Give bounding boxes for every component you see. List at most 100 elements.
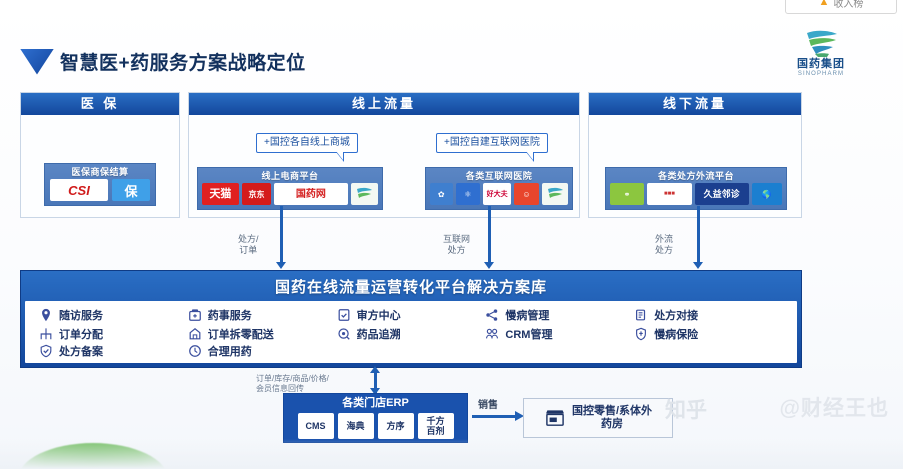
flow-label-prescription-order-l1: 处方/ <box>238 234 259 244</box>
service-item-pharmacy-service[interactable]: 药事服务 <box>188 307 337 323</box>
panel-online-traffic: 线上流量 +国控各自线上商城 +国控自建互联网医院 线上电商平台 天猫 京东 国… <box>188 92 580 218</box>
page-title: 智慧医+药服务方案战略定位 <box>20 48 306 75</box>
service-item-rational-drug-use-label: 合理用药 <box>207 346 252 358</box>
service-item-rx-review[interactable]: 审方中心 <box>337 307 486 323</box>
target-search-icon <box>337 327 351 341</box>
panel-online-traffic-body: +国控各自线上商城 +国控自建互联网医院 线上电商平台 天猫 京东 国药网 <box>189 115 579 217</box>
corner-badge-label: 收入榜 <box>833 0 864 10</box>
watermark-site: 知乎 <box>665 399 707 422</box>
flow-label-prescription-order: 处方/ 订单 <box>238 234 259 256</box>
service-item-chronic-management[interactable]: 慢病管理 <box>485 307 634 323</box>
outflow-logo-3: 久益邻诊 <box>694 183 749 205</box>
panel-medical-insurance: 医 保 医保商保结算 CSI 保 <box>20 92 180 218</box>
prescription-outflow-caption: 各类处方外流平台 <box>657 171 734 181</box>
erp-sync-arrow-up <box>370 366 380 373</box>
flow-label-outflow-rx: 外流 处方 <box>655 234 673 256</box>
bao-logo: 保 <box>112 179 150 201</box>
prescription-outflow-strip: 各类处方外流平台 ⚭ ■■■ 久益邻诊 🌎 <box>605 167 787 210</box>
internet-hospitals-strip: 各类互联网医院 ✿ ⚛ 好大夫 ☺ <box>425 167 573 210</box>
connector-online-hospital <box>488 206 491 266</box>
hospital-logo-5 <box>541 183 568 205</box>
service-grid: 随访服务 药事服务 审方中心 慢病管理 处方对接 订单分配 <box>25 301 797 363</box>
service-item-followup[interactable]: 随访服务 <box>39 307 188 323</box>
service-item-rational-drug-use[interactable]: 合理用药 <box>188 343 337 359</box>
ecommerce-platforms-strip: 线上电商平台 天猫 京东 国药网 <box>197 167 383 210</box>
connector-online-hospital-arrow <box>484 262 494 269</box>
decorative-bottom-fade <box>0 439 903 469</box>
erp-system-qianfangbaiji-l2: 百剂 <box>426 426 445 436</box>
csi-logo: CSI <box>50 179 108 201</box>
leaf-mark-icon <box>357 187 373 198</box>
service-item-drug-traceability-label: 药品追溯 <box>356 328 401 341</box>
service-item-crm[interactable]: CRM管理 <box>485 326 634 342</box>
erp-system-qianfangbaiji[interactable]: 千方 百剂 <box>417 413 454 439</box>
flow-label-erp-sync: 订单/库存/商品/价格/ 会员信息回传 <box>256 374 329 394</box>
service-item-rx-integration[interactable]: 处方对接 <box>634 307 783 323</box>
connector-online-ecommerce-arrow <box>276 262 286 269</box>
service-item-rx-filing[interactable]: 处方备案 <box>39 343 188 359</box>
flow-label-sales: 销售 <box>478 400 498 411</box>
outflow-logo-4: 🌎 <box>751 183 782 205</box>
location-pin-icon <box>39 308 53 322</box>
hospital-logo-2: ⚛ <box>455 183 481 205</box>
watermark-handle: @财经王也 <box>779 397 889 420</box>
retail-label-l1: 国控零售/系体外 <box>571 405 653 417</box>
hospital-logo-3: 好大夫 <box>483 183 512 205</box>
service-item-chronic-insurance[interactable]: 慢病保险 <box>634 326 783 342</box>
ecommerce-platforms-caption: 线上电商平台 <box>261 171 319 181</box>
panel-offline-traffic-header: 线下流量 <box>589 93 801 115</box>
sales-connector <box>472 411 524 421</box>
storefront-icon <box>545 410 564 426</box>
tmall-logo: 天猫 <box>202 183 239 205</box>
flow-label-internet-rx-l2: 处方 <box>447 245 466 255</box>
service-item-crm-label: CRM管理 <box>505 328 553 341</box>
flow-label-outflow-rx-l1: 外流 <box>655 234 674 244</box>
retail-block: 国控零售/系体外 药房 <box>523 398 673 438</box>
service-item-followup-label: 随访服务 <box>59 309 103 322</box>
leaf-logo <box>350 183 378 205</box>
erp-system-fangxu[interactable]: 方序 <box>377 413 414 439</box>
shield-heart-icon <box>634 327 648 341</box>
check-circle-icon <box>39 344 53 358</box>
clock-icon <box>188 344 202 358</box>
erp-sync-arrow-down <box>370 388 380 395</box>
service-item-split-delivery[interactable]: 订单拆零配送 <box>188 326 337 342</box>
panel-medical-insurance-body: 医保商保结算 CSI 保 <box>21 115 179 217</box>
service-item-rx-filing-label: 处方备案 <box>59 346 103 358</box>
sinopharm-name-en: SINOPHARM <box>797 71 845 77</box>
internet-hospitals-caption: 各类互联网医院 <box>465 171 533 181</box>
flow-label-erp-sync-l1: 订单/库存/商品/价格/ <box>256 374 329 383</box>
sinopharm-mark-icon <box>807 30 837 57</box>
clipboard-icon <box>634 308 648 322</box>
share-nodes-icon <box>485 308 499 322</box>
retail-label: 国控零售/系体外 药房 <box>572 405 652 431</box>
erp-sync-line <box>374 372 377 394</box>
jd-logo: 京东 <box>241 183 272 205</box>
outflow-logo-1: ⚭ <box>610 183 645 205</box>
guoyaowang-logo: 国药网 <box>274 183 348 205</box>
leaf-mark-icon <box>547 187 563 198</box>
erp-system-qianfangbaiji-l1: 千方 <box>426 416 445 426</box>
medicine-box-icon <box>188 308 202 322</box>
package-home-icon <box>188 327 202 341</box>
service-item-order-allocation[interactable]: 订单分配 <box>39 326 188 342</box>
service-item-drug-traceability[interactable]: 药品追溯 <box>337 326 486 342</box>
erp-systems-list: CMS 海典 方序 千方 百剂 <box>286 413 465 439</box>
service-item-order-allocation-label: 订单分配 <box>59 328 103 341</box>
distribute-icon <box>39 327 53 341</box>
platform-block: 国药在线流量运营转化平台解决方案库 随访服务 药事服务 审方中心 慢病管理 处方… <box>20 270 802 368</box>
erp-title: 各类门店ERP <box>342 397 409 409</box>
erp-system-haidian[interactable]: 海典 <box>337 413 374 439</box>
insurance-settlement-strip: 医保商保结算 CSI 保 <box>44 163 156 206</box>
erp-system-cms[interactable]: CMS <box>297 413 334 439</box>
document-check-icon <box>337 308 351 322</box>
connector-online-ecommerce <box>280 206 283 266</box>
service-item-split-delivery-label: 订单拆零配送 <box>207 328 274 341</box>
service-item-rx-integration-label: 处方对接 <box>654 309 699 322</box>
service-item-pharmacy-service-label: 药事服务 <box>207 309 252 322</box>
chevron-up-icon: ▲ <box>818 0 830 8</box>
page-title-text: 智慧医+药服务方案战略定位 <box>60 53 306 74</box>
retail-label-l2: 药房 <box>601 418 623 430</box>
corner-ranking-badge[interactable]: ▲ 收入榜 <box>785 0 897 14</box>
